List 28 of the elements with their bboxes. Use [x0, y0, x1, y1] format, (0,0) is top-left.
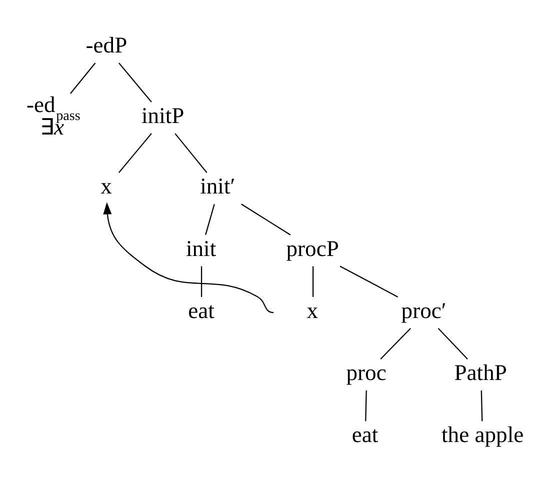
connector — [438, 327, 468, 359]
connector — [205, 203, 215, 234]
node-text: init — [186, 235, 216, 260]
connector — [340, 265, 398, 297]
node-text: the apple — [442, 422, 524, 447]
connector — [70, 62, 96, 94]
node-text: -edP — [86, 32, 128, 58]
node-text: -ed$_{pass}$ ∃x — [26, 91, 80, 139]
connector — [118, 132, 152, 172]
node-text: proc — [346, 360, 386, 385]
connector — [241, 203, 291, 235]
arrow — [103, 202, 274, 313]
connector — [312, 266, 314, 296]
node-text: initP — [142, 102, 184, 128]
node-text: init′ — [200, 173, 236, 198]
connector — [365, 390, 367, 421]
node-text: procP — [286, 235, 339, 260]
node-text: eat — [188, 297, 214, 322]
node-text: proc′ — [401, 297, 446, 322]
connector — [118, 62, 152, 102]
connector — [380, 327, 411, 359]
node-text: x — [306, 297, 318, 322]
node-text: PathP — [454, 360, 507, 385]
connector — [174, 132, 208, 172]
connector — [480, 390, 483, 421]
connector — [200, 266, 202, 296]
node-text: x — [100, 173, 112, 198]
node-text: eat — [352, 422, 378, 447]
